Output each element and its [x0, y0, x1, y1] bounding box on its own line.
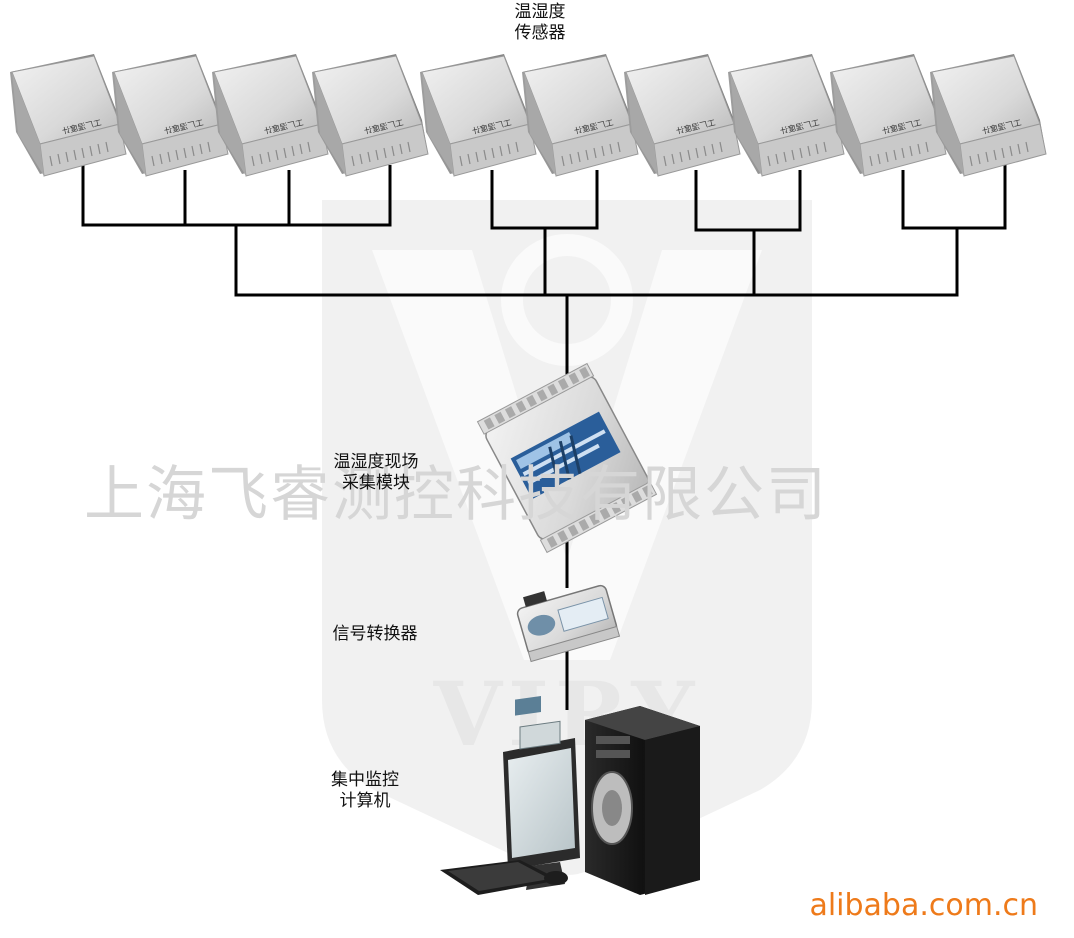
computer-label: 集中监控 计算机	[300, 770, 430, 812]
sensor-8: 工厂湿度计	[728, 54, 845, 177]
footer-brand: alibaba.com.cn	[809, 888, 1038, 923]
monitoring-computer	[440, 695, 700, 895]
sensor-10: 工厂湿度计	[930, 54, 1047, 177]
sensor-group-label: 温湿度 传感器	[490, 2, 590, 44]
sensor-9: 工厂湿度计	[830, 54, 947, 177]
sensor-3: 工厂湿度计	[212, 54, 329, 177]
converter-label: 信号转换器	[332, 624, 418, 644]
sensor-label-line1: 温湿度	[514, 2, 566, 22]
sensor-2: 工厂湿度计	[112, 54, 229, 177]
computer-label-line2: 计算机	[339, 791, 391, 811]
sensor-5: 工厂湿度计	[420, 54, 537, 177]
sensor-6: 工厂湿度计	[522, 54, 639, 177]
sensor-label-line2: 传感器	[514, 23, 566, 43]
sensor-7: 工厂湿度计	[624, 54, 741, 177]
sensor-4: 工厂湿度计	[312, 54, 429, 177]
sensor-1: 工厂湿度计	[10, 54, 127, 177]
signal-converter	[516, 584, 621, 663]
module-label-line1: 温湿度现场	[333, 452, 419, 472]
module-label-line2: 采集模块	[342, 473, 410, 493]
watermark-company-text: 上海飞睿测控科技有限公司	[84, 460, 828, 530]
sensor-group: 工厂湿度计工厂湿度计工厂湿度计工厂湿度计工厂湿度计工厂湿度计工厂湿度计工厂湿度计…	[10, 54, 1047, 177]
module-label: 温湿度现场 采集模块	[306, 452, 446, 494]
computer-label-line1: 集中监控	[331, 770, 399, 790]
acquisition-module	[476, 362, 658, 554]
